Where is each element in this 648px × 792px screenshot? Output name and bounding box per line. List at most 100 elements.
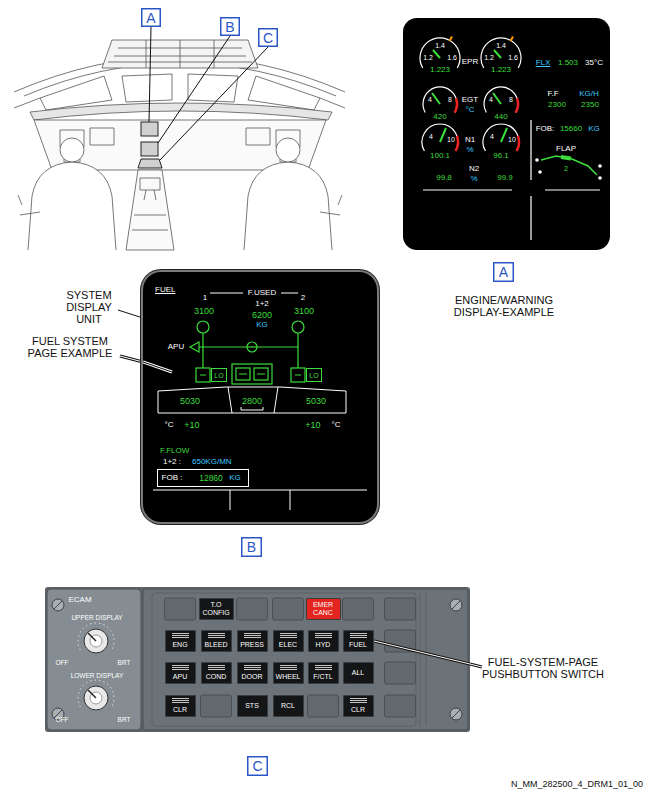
fuel-button-leader [374, 641, 470, 664]
panel-legend: BRT [118, 660, 131, 667]
pushbutton-switch: CLR [343, 695, 374, 717]
button-legend: FUEL [349, 641, 367, 649]
button-light-bar [172, 665, 189, 670]
display-readout: FUEL [155, 286, 175, 294]
button-legend: DOOR [242, 673, 263, 681]
display-readout: 1.4 [496, 42, 506, 49]
display-readout: KG [256, 321, 268, 329]
display-readout: 10 [447, 136, 455, 143]
callout-letter-box: A [141, 8, 161, 27]
display-readout: LO [309, 372, 318, 379]
display-readout: 100.1 [430, 152, 450, 160]
panel-screws [52, 599, 462, 720]
button-legend: CLR [351, 706, 365, 714]
panel-legend: BRT [118, 717, 131, 724]
button-legend: F/CTL [313, 673, 332, 681]
pushbutton-switch: RCL [273, 695, 304, 717]
button-legend: WHEEL [276, 673, 301, 681]
panel-legend: LOWER DISPLAY [71, 673, 124, 680]
button-legend: ELEC [279, 641, 297, 649]
display-readout: F.FLOW [160, 447, 189, 455]
brightness-knobs [78, 623, 114, 710]
display-readout: FLX [536, 59, 551, 67]
display-readout: 99.9 [497, 174, 513, 182]
pushbutton-switch: HYD [308, 630, 339, 652]
display-readout: EPR [462, 58, 478, 66]
callout-letter: A [499, 265, 508, 279]
system-display-unit: FUEL1F.USED21+231006200KG3100APU50302800… [143, 272, 377, 522]
display-readout: 4 [429, 133, 433, 140]
button-legend: STS [245, 702, 259, 710]
display-readout: EGT [462, 96, 478, 104]
display-readout: 1+2 [255, 300, 269, 308]
display-readout: 2 [301, 294, 305, 302]
display-readout: 1.2 [423, 54, 433, 61]
fuel-on-board-box: FOB : 12860 KG [157, 469, 249, 487]
low-pressure-indicator: LO [211, 368, 227, 382]
blank-pushbuttons [165, 598, 416, 717]
callout-letter-box: B [241, 537, 262, 557]
display-readout: 96.1 [493, 152, 509, 160]
engine-warning-display: 1.41.21.61.2231.41.21.61.223EPRFLX1.5033… [403, 18, 610, 250]
button-light-bar [280, 665, 297, 670]
button-light-bar [350, 633, 367, 638]
display-readout: 5030 [180, 397, 200, 406]
button-light-bar [244, 633, 261, 638]
pushbutton-switch: DOOR [237, 662, 268, 684]
button-light-bar [208, 633, 225, 638]
display-readout: 8 [448, 96, 452, 103]
pushbutton-switch: BLEED [201, 630, 232, 652]
pushbutton-switch: CLR [165, 695, 196, 717]
display-readout: 2800 [242, 397, 262, 406]
display-readout: 4 [428, 96, 432, 103]
button-light-bar [208, 665, 225, 670]
gauge-scales [420, 38, 600, 240]
display-readout: 1 [203, 294, 207, 302]
button-light-bar [280, 633, 297, 638]
button-legend: HYD [316, 641, 331, 649]
button-light-bar [350, 698, 367, 703]
pushbutton-switch: ALL [343, 662, 374, 684]
display-readout: KG [229, 474, 241, 482]
display-readout: 420 [433, 113, 446, 121]
pushbutton-switch: STS [237, 695, 268, 717]
button-legend: BLEED [205, 641, 228, 649]
callout-letter: C [263, 31, 273, 45]
double-leader-inner [143, 362, 172, 372]
annotation-label: ENGINE/WARNING DISPLAY-EXAMPLE [439, 294, 569, 318]
display-readout: FOB : [162, 474, 183, 482]
display-readout: 1.2 [484, 54, 494, 61]
callout-letter: B [225, 20, 234, 34]
display-readout: 1.6 [508, 54, 518, 61]
display-readout: KG [588, 125, 600, 133]
button-legend: COND [206, 673, 227, 681]
pushbutton-switch: ENG [165, 630, 196, 652]
annotation-label: SYSTEM DISPLAY UNIT [59, 289, 119, 325]
display-readout: 1.223 [491, 66, 511, 74]
pushbutton-switch: EMER CANC [306, 598, 341, 620]
highlighted-ecam-units [138, 122, 162, 168]
button-legend: ALL [352, 669, 364, 677]
callout-letter-box: C [247, 756, 268, 776]
pushbutton-switch: T.O CONFIG [199, 598, 234, 620]
flap-indicator [535, 156, 602, 180]
display-readout: % [466, 146, 473, 154]
button-light-bar [244, 665, 261, 670]
display-readout: 3100 [294, 307, 314, 316]
button-legend: CLR [173, 706, 187, 714]
button-legend: RCL [281, 702, 295, 710]
pushbutton-switch: PRESS [237, 630, 268, 652]
fuel-lines [190, 321, 305, 384]
panel-legend: UPPER DISPLAY [71, 615, 122, 622]
panel-legend: OFF [56, 717, 69, 724]
display-readout: 2300 [548, 101, 566, 109]
display-readout: F.F [547, 90, 558, 98]
button-legend: T.O CONFIG [199, 601, 234, 616]
gauge-limits [450, 37, 520, 152]
display-readout: 2 [564, 165, 568, 172]
display-readout: 12860 [199, 474, 223, 483]
display-readout: °C [332, 421, 341, 429]
button-light-bar [172, 698, 189, 703]
display-readout: APU [168, 343, 184, 351]
low-pressure-indicator: LO [306, 368, 322, 382]
